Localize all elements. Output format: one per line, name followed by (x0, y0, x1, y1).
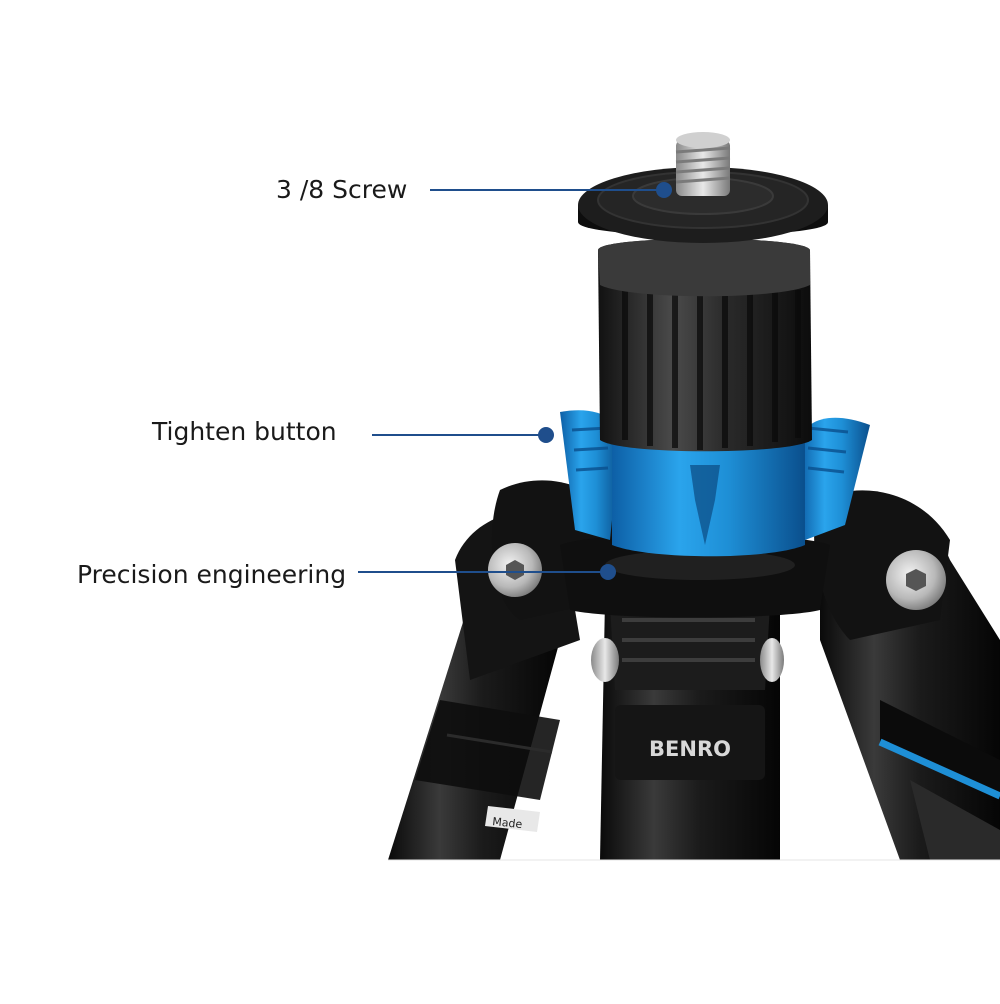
precision-engineering-label: Precision engineering (77, 560, 347, 589)
made-sticker: Made (485, 806, 540, 832)
mounting-plate (578, 167, 828, 243)
callout-precision (358, 564, 616, 580)
brand-plate (615, 705, 765, 780)
center-column: BENRO (591, 600, 784, 860)
screw (675, 132, 731, 196)
callout-dot-precision (600, 564, 616, 580)
rubber-grip (598, 238, 812, 452)
callout-screw (430, 182, 672, 198)
blue-collar (560, 410, 870, 557)
screw-label: 3 /8 Screw (276, 175, 408, 204)
brand-logo: BENRO (649, 737, 731, 761)
svg-text:Made: Made (492, 815, 523, 831)
tighten-button-label: Tighten button (152, 417, 337, 446)
callout-tighten (372, 427, 554, 443)
blue-stripe (878, 738, 1000, 800)
callout-dot-screw (656, 182, 672, 198)
callout-dot-tighten (538, 427, 554, 443)
right-hinge (814, 490, 950, 640)
